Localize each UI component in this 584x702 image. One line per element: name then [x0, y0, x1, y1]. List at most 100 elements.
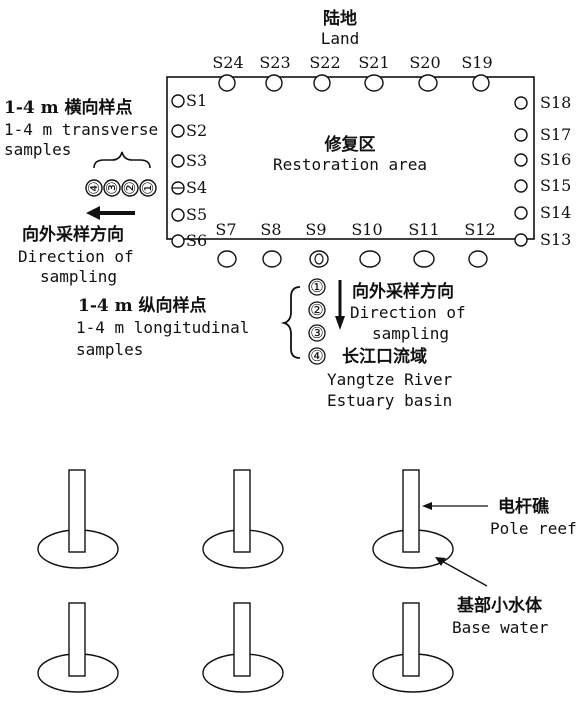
restoration-label-en: Restoration area [273, 155, 427, 174]
site-marker [313, 74, 331, 92]
site-label: S15 [540, 176, 571, 195]
pole-rect [233, 469, 251, 553]
longitudinal-sample-markers: ① ② ③ ④ [308, 278, 326, 365]
outward-left-label-en2: sampling [40, 267, 117, 286]
site-label: S4 [186, 178, 207, 197]
site-marker [218, 74, 236, 92]
top-site-labels: S24 S23 S22 S21 S20 S19 [212, 53, 492, 72]
site-marker [171, 234, 185, 248]
pole-reef-label-cn: 电杆礁 [498, 496, 549, 517]
s9-inner-mark [314, 253, 324, 265]
transverse-brace [93, 151, 151, 169]
outward-left-label-en1: Direction of [18, 247, 134, 266]
site-label: S13 [540, 230, 571, 249]
site-marker [364, 74, 384, 92]
sample-marker [85, 179, 103, 197]
outward-left-label-cn: 向外采样方向 [22, 224, 124, 245]
site-marker [309, 250, 329, 268]
sample-number: ④ [310, 347, 323, 365]
pole-rect [233, 602, 251, 677]
site-marker [472, 74, 490, 92]
sample-marker [308, 347, 326, 365]
site-label: S12 [464, 220, 495, 239]
transverse-label-cn: 1-4 m 横向样点 [4, 97, 133, 118]
site-marker [359, 250, 381, 268]
estuary-label-en2: Estuary basin [327, 391, 452, 410]
sample-number: ① [139, 181, 157, 194]
site-marker [171, 154, 185, 168]
longitudinal-label-en1: 1-4 m longitudinal [76, 318, 249, 337]
left-site-markers [171, 94, 185, 248]
site-marker [418, 74, 438, 92]
land-label-cn: 陆地 [323, 8, 357, 29]
site-label: S7 [215, 220, 236, 239]
right-site-markers [514, 96, 528, 247]
site-label: S16 [540, 150, 571, 169]
sample-number: ② [121, 181, 139, 194]
land-label-en: Land [321, 29, 360, 48]
longitudinal-label-cn: 1-4 m 纵向样点 [78, 295, 207, 316]
sample-marker [308, 278, 326, 296]
bottom-site-labels: S7 S8 S9 S10 S11 S12 [215, 220, 495, 239]
left-site-labels: S1 S2 S3 S4 S5 S6 [186, 91, 207, 250]
site-marker [413, 250, 435, 268]
pole-reef [372, 602, 454, 693]
sample-number: ③ [103, 181, 121, 194]
pole-reef-arrowhead-icon [422, 502, 432, 510]
site-label: S22 [309, 53, 340, 72]
pole-rect [68, 469, 86, 553]
base-water-pointer [439, 559, 488, 587]
bottom-site-markers [217, 250, 488, 268]
site-marker [262, 250, 282, 268]
site-marker [217, 250, 237, 268]
site-marker [514, 153, 528, 167]
site-label: S11 [408, 220, 439, 239]
right-site-labels: S18 S17 S16 S15 S14 S13 [540, 93, 571, 249]
site-label: S20 [409, 53, 440, 72]
site-label: S14 [540, 203, 571, 222]
transverse-sample-markers: ④ ③ ② ① [85, 179, 157, 197]
outward-down-label-cn: 向外采样方向 [352, 281, 454, 302]
pole-reef [372, 469, 454, 569]
site-label: S9 [305, 220, 326, 239]
site-label: S21 [358, 53, 389, 72]
outward-down-label-en2: sampling [372, 324, 449, 343]
longitudinal-brace [280, 286, 301, 359]
outward-arrow-left-icon [86, 206, 100, 220]
sample-marker [121, 179, 139, 197]
sample-marker [103, 179, 121, 197]
pole-reef [202, 469, 284, 569]
site-label: S17 [540, 125, 571, 144]
estuary-label-cn: 长江口流域 [342, 346, 427, 367]
site-label: S23 [259, 53, 290, 72]
pole-reef [202, 602, 284, 693]
pole-reefs [37, 469, 454, 693]
site-marker [514, 179, 528, 193]
site-marker [171, 94, 185, 108]
outward-down-label-en1: Direction of [350, 303, 466, 322]
base-water-arrowhead-icon [435, 557, 446, 566]
pole-rect [402, 602, 420, 677]
restoration-label-cn: 修复区 [324, 134, 376, 155]
top-site-markers [218, 74, 490, 92]
estuary-label-en1: Yangtze River [327, 370, 453, 389]
site-marker [514, 96, 528, 110]
site-label: S10 [351, 220, 382, 239]
longitudinal-label-en2: samples [76, 340, 143, 359]
site-label: S24 [212, 53, 243, 72]
site-marker [514, 233, 528, 247]
site-marker [171, 124, 185, 138]
transverse-label-en1: 1-4 m transverse [4, 120, 158, 139]
transverse-label-en2: samples [4, 140, 71, 159]
site-label: S19 [461, 53, 492, 72]
sample-number: ④ [85, 181, 103, 194]
site-marker [265, 74, 283, 92]
site-label: S6 [186, 231, 207, 250]
pole-reef [37, 602, 119, 693]
base-water-label-en: Base water [452, 618, 549, 637]
pole-reef [37, 469, 119, 569]
site-marker [514, 206, 528, 220]
sample-number: ② [310, 301, 323, 319]
pole-reef-label-en: Pole reef [490, 519, 577, 538]
